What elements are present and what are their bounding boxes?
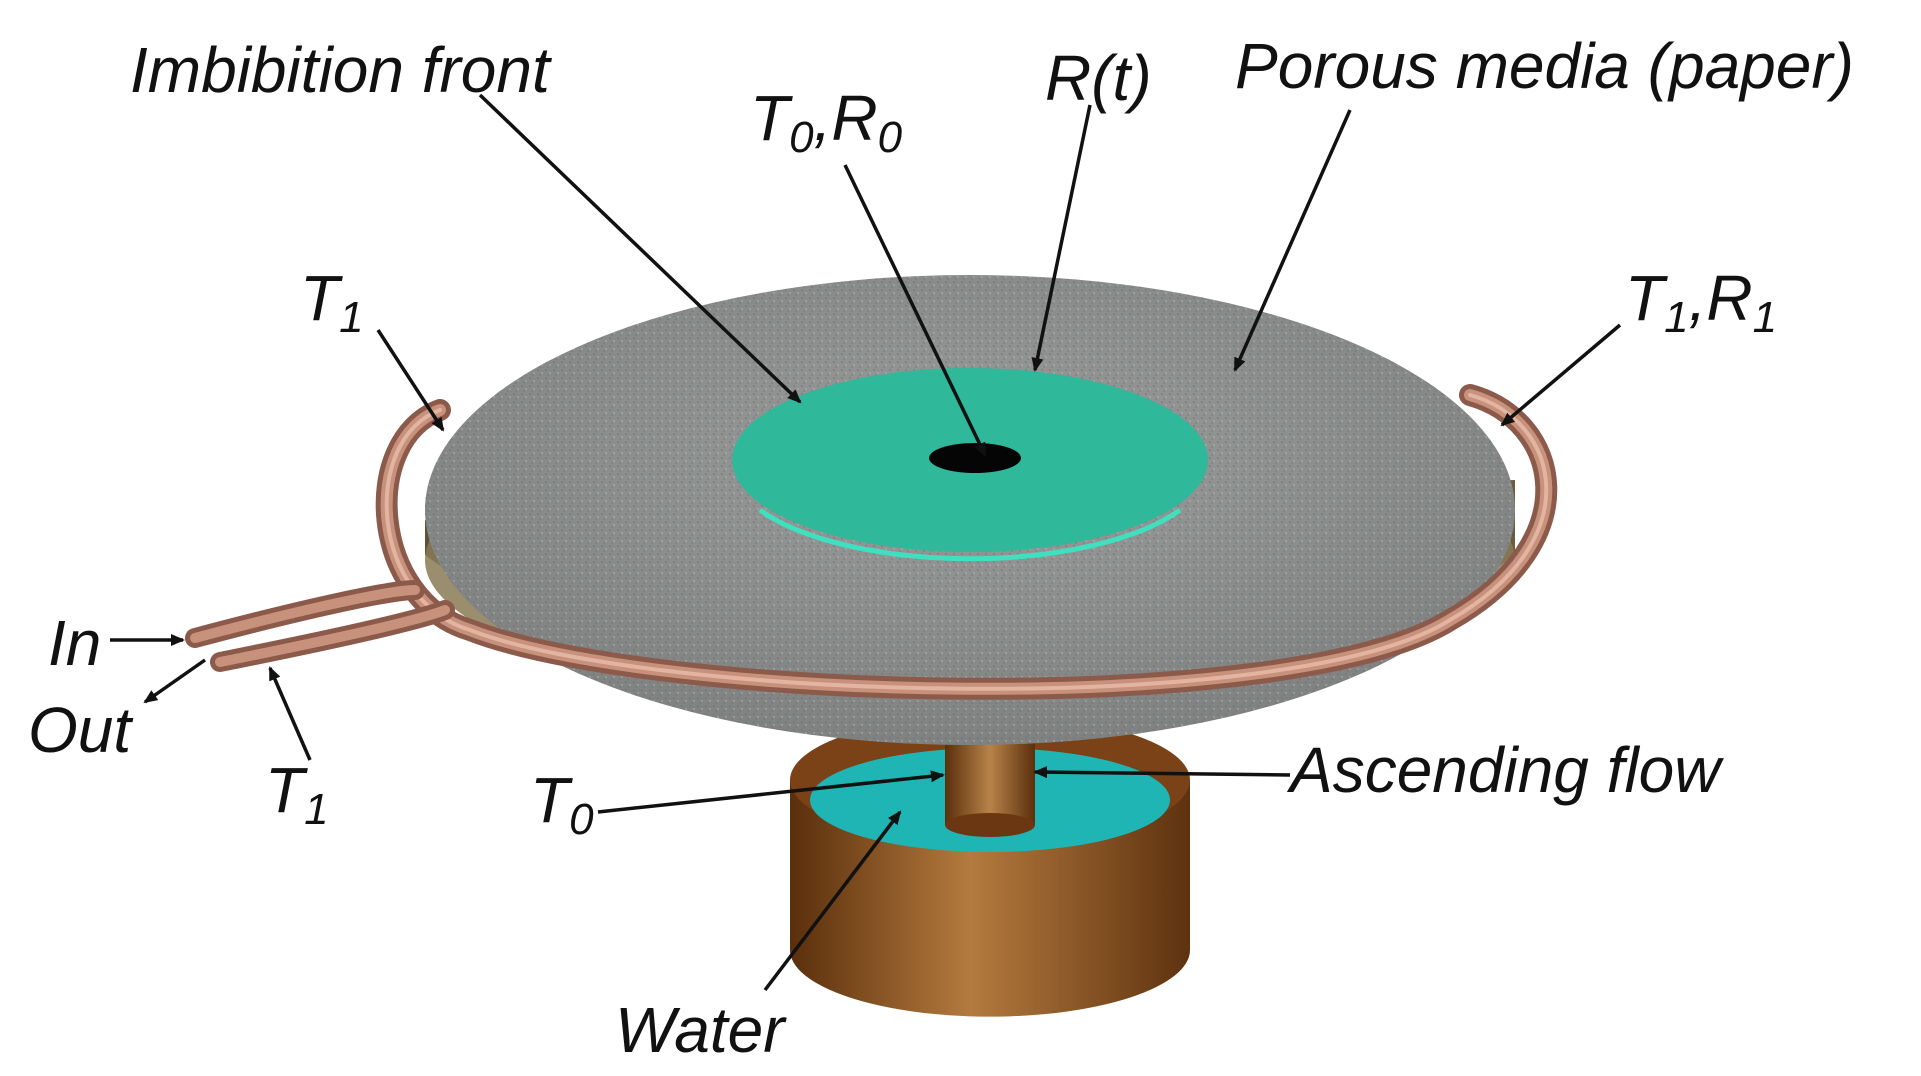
copper-tube-ring <box>185 384 1558 700</box>
label-porous-media: Porous media (paper) <box>1235 30 1854 102</box>
arrow-icon <box>1500 323 1622 427</box>
label-in: In <box>48 607 101 679</box>
arrow-icon <box>597 770 945 814</box>
arrow-icon <box>268 666 312 761</box>
label-out: Out <box>28 694 133 766</box>
label-radius-t: R(t) <box>1045 42 1152 114</box>
arrow-icon <box>763 810 902 992</box>
label-ascending-flow: Ascending flow <box>1286 734 1724 806</box>
label-t0-bottom: T0 <box>530 764 594 844</box>
arrow-icon <box>478 93 802 404</box>
arrow-icon <box>1031 104 1092 372</box>
label-t1-r1: T1,R1 <box>1625 262 1777 342</box>
label-t1-bottom: T1 <box>265 754 329 834</box>
label-t0-r0: T0,R0 <box>750 82 903 162</box>
label-t1-top-left: T1 <box>300 262 364 342</box>
arrow-icon <box>376 329 445 432</box>
label-water: Water <box>615 994 787 1066</box>
center-hole <box>929 443 1021 473</box>
arrow-icon <box>143 658 207 704</box>
arrow-icon <box>1233 109 1352 372</box>
annotation-arrows <box>110 93 1622 992</box>
arrow-icon <box>843 164 987 457</box>
label-imbibition-front: Imbibition front <box>130 34 552 106</box>
arrow-icon <box>1033 766 1291 779</box>
